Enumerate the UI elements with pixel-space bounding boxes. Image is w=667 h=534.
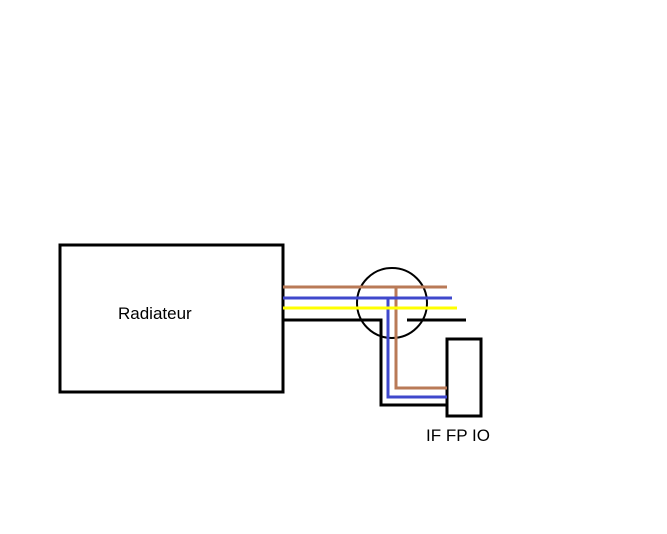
radiator-label: Radiateur [118,304,192,323]
brown-wire-branch [394,287,447,390]
black-wire [283,318,447,407]
module-label: IF FP IO [426,426,490,445]
junction-circle [356,267,428,339]
blue-wire-branch [386,298,447,399]
module-box [445,337,483,418]
